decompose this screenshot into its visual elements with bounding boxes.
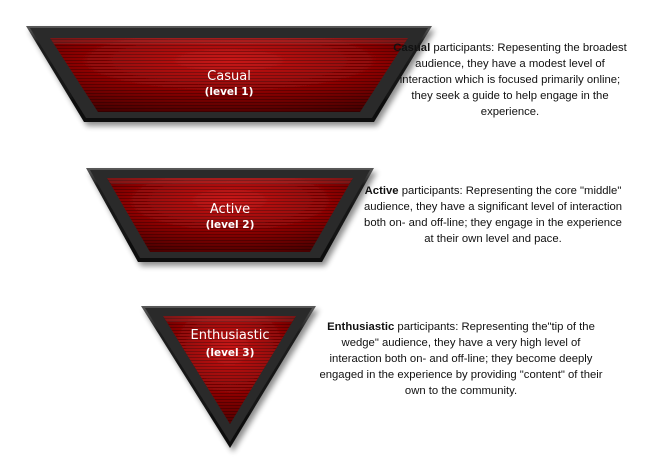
tier-casual-text: participants: Repesenting the broadest a… [399,42,627,118]
tier-active-text: participants: Representing the core "mid… [363,185,623,245]
tier-casual-shape [26,26,432,122]
tier-enthusiastic-shape [141,306,316,448]
tier-casual-description: Casual participants: Repesenting the bro… [392,40,628,120]
tier-enthusiastic-description: Enthusiastic participants: Representing … [316,319,606,399]
tier-enthusiastic-name: Enthusiastic [190,328,269,343]
tier-active-description: Active participants: Representing the co… [362,183,624,247]
tier-casual-name: Casual [207,69,251,84]
tier-active-term: Active [364,185,399,197]
tier-enthusiastic-level: (level 3) [206,347,255,359]
tier-active-name: Active [210,202,250,217]
tier-active-level: (level 2) [206,219,255,231]
tier-enthusiastic-text: participants: Representing the"tip of th… [319,321,603,397]
tier-casual-term: Casual [393,42,431,54]
tier-active-shape [86,168,374,262]
tier-enthusiastic-term: Enthusiastic [327,321,395,333]
tier-casual-level: (level 1) [205,86,254,98]
